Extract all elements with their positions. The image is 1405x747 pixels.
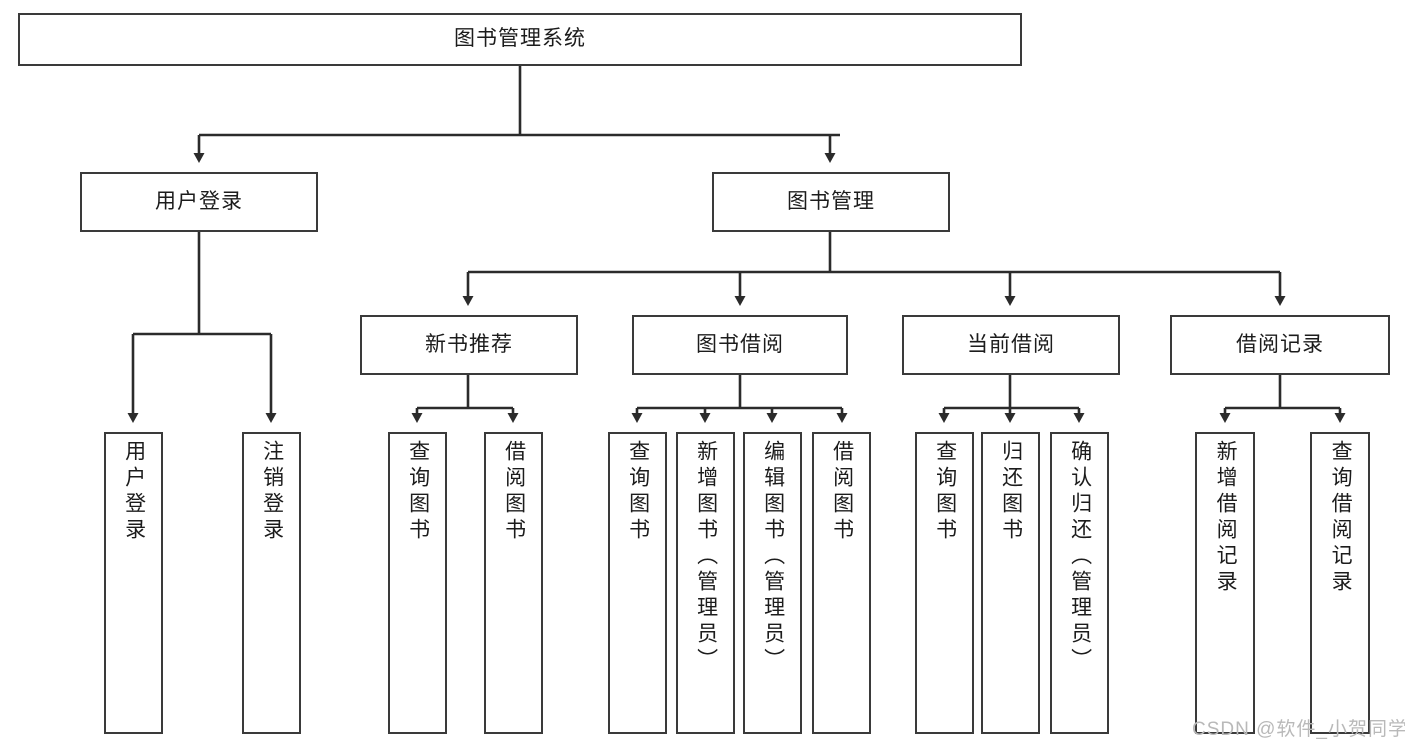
leaf-user-login-label: 用户登录 [122,440,146,544]
leaf-logout[interactable]: 注销登录 [242,432,301,734]
leaf-nb-query-book[interactable]: 查询图书 [388,432,447,734]
leaf-br-query-record[interactable]: 查询借阅记录 [1310,432,1370,734]
node-new-book-recommend[interactable]: 新书推荐 [360,315,578,375]
leaf-bb-add-book[interactable]: 新增图书（管理员） [676,432,735,734]
node-borrow-record[interactable]: 借阅记录 [1170,315,1390,375]
leaf-br-add-record-label: 新增借阅记录 [1214,440,1238,596]
node-book-borrow[interactable]: 图书借阅 [632,315,848,375]
leaf-logout-label: 注销登录 [260,440,284,544]
node-root-label: 图书管理系统 [454,27,586,51]
leaf-nb-borrow-book-label: 借阅图书 [502,440,526,544]
node-user-login-label: 用户登录 [155,189,243,213]
node-user-login[interactable]: 用户登录 [80,172,318,232]
node-current-borrow[interactable]: 当前借阅 [902,315,1120,375]
node-new-book-recommend-label: 新书推荐 [425,332,513,356]
leaf-bb-edit-book[interactable]: 编辑图书（管理员） [743,432,802,734]
leaf-user-login[interactable]: 用户登录 [104,432,163,734]
leaf-cb-return-book[interactable]: 归还图书 [981,432,1040,734]
leaf-cb-return-book-label: 归还图书 [999,440,1023,544]
leaf-cb-confirm-return-label: 确认归还（管理员） [1068,440,1092,674]
leaf-bb-query-book[interactable]: 查询图书 [608,432,667,734]
leaf-bb-borrow-book-label: 借阅图书 [830,440,854,544]
node-current-borrow-label: 当前借阅 [967,332,1055,356]
leaf-bb-query-book-label: 查询图书 [626,440,650,544]
node-book-borrow-label: 图书借阅 [696,332,784,356]
node-root[interactable]: 图书管理系统 [18,13,1022,66]
node-book-manage[interactable]: 图书管理 [712,172,950,232]
leaf-nb-borrow-book[interactable]: 借阅图书 [484,432,543,734]
leaf-bb-add-book-label: 新增图书（管理员） [694,440,718,674]
leaf-br-add-record[interactable]: 新增借阅记录 [1195,432,1255,734]
leaf-cb-query-book[interactable]: 查询图书 [915,432,974,734]
leaf-bb-edit-book-label: 编辑图书（管理员） [761,440,785,674]
leaf-br-query-record-label: 查询借阅记录 [1329,440,1353,596]
leaf-nb-query-book-label: 查询图书 [406,440,430,544]
node-borrow-record-label: 借阅记录 [1236,332,1324,356]
node-book-manage-label: 图书管理 [787,189,875,213]
leaf-bb-borrow-book[interactable]: 借阅图书 [812,432,871,734]
leaf-cb-confirm-return[interactable]: 确认归还（管理员） [1050,432,1109,734]
leaf-cb-query-book-label: 查询图书 [933,440,957,544]
